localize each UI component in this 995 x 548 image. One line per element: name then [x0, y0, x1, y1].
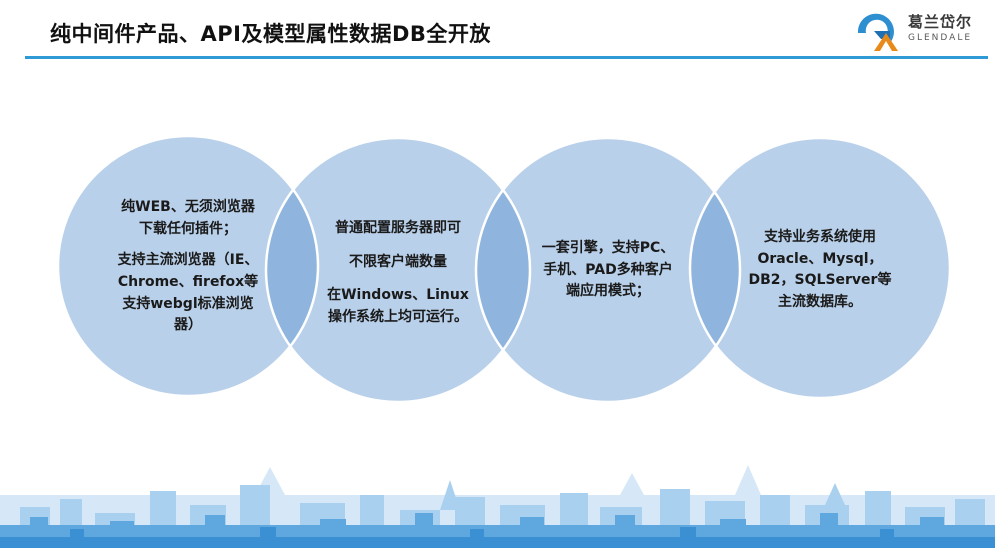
circle-1-line: 纯WEB、无须浏览器 [121, 199, 255, 215]
circle-1-text: 纯WEB、无须浏览器 下载任何插件； 支持主流浏览器（IE、 Chrome、fi… [93, 197, 283, 337]
circle-2-line: 普通配置服务器即可 [335, 220, 461, 236]
title-underline [25, 56, 988, 59]
logo-english-name: GLENDALE [908, 33, 973, 43]
circle-1 [58, 136, 318, 396]
circle-4-line: 主流数据库。 [778, 294, 862, 311]
circle-2-line: 操作系统上均可运行。 [328, 309, 468, 326]
circle-2-text: 普通配置服务器即可 不限客户端数量 在Windows、Linux 操作系统上均可… [303, 218, 493, 329]
circle-3 [476, 138, 740, 402]
circle-4-line: DB2，SQLServer等 [748, 272, 892, 289]
glendale-logo-icon [857, 13, 898, 51]
city-skyline-icon [0, 465, 995, 548]
logo-chinese-name: 葛兰岱尔 [908, 13, 973, 31]
circle-1-line: 支持主流浏览器（IE、 [117, 252, 259, 269]
circle-2 [266, 138, 530, 402]
page-title: 纯中间件产品、API及模型属性数据DB全开放 [50, 22, 491, 46]
circle-4-line: Oracle、Mysql， [757, 250, 883, 267]
circle-3-line: 端应用模式； [566, 283, 650, 300]
circle-1-line: 器） [174, 317, 202, 334]
circle-3-text: 一套引擎，支持PC、 手机、PAD多种客户 端应用模式； [513, 238, 703, 303]
circle-4 [690, 138, 950, 398]
circle-1-line: 下载任何插件； [139, 220, 237, 237]
circle-2-line: 在Windows、Linux [327, 287, 469, 304]
circle-1-line: 支持webgl标准浏览 [122, 295, 254, 312]
circle-3-line: 手机、PAD多种客户 [543, 261, 673, 278]
circle-4-text: 支持业务系统使用 Oracle、Mysql， DB2，SQLServer等 主流… [725, 227, 915, 314]
circle-2-line: 不限客户端数量 [349, 253, 447, 270]
circle-3-line: 一套引擎，支持PC、 [541, 240, 675, 256]
circle-1-line: Chrome、firefox等 [117, 274, 259, 291]
circle-4-line: 支持业务系统使用 [764, 229, 876, 245]
